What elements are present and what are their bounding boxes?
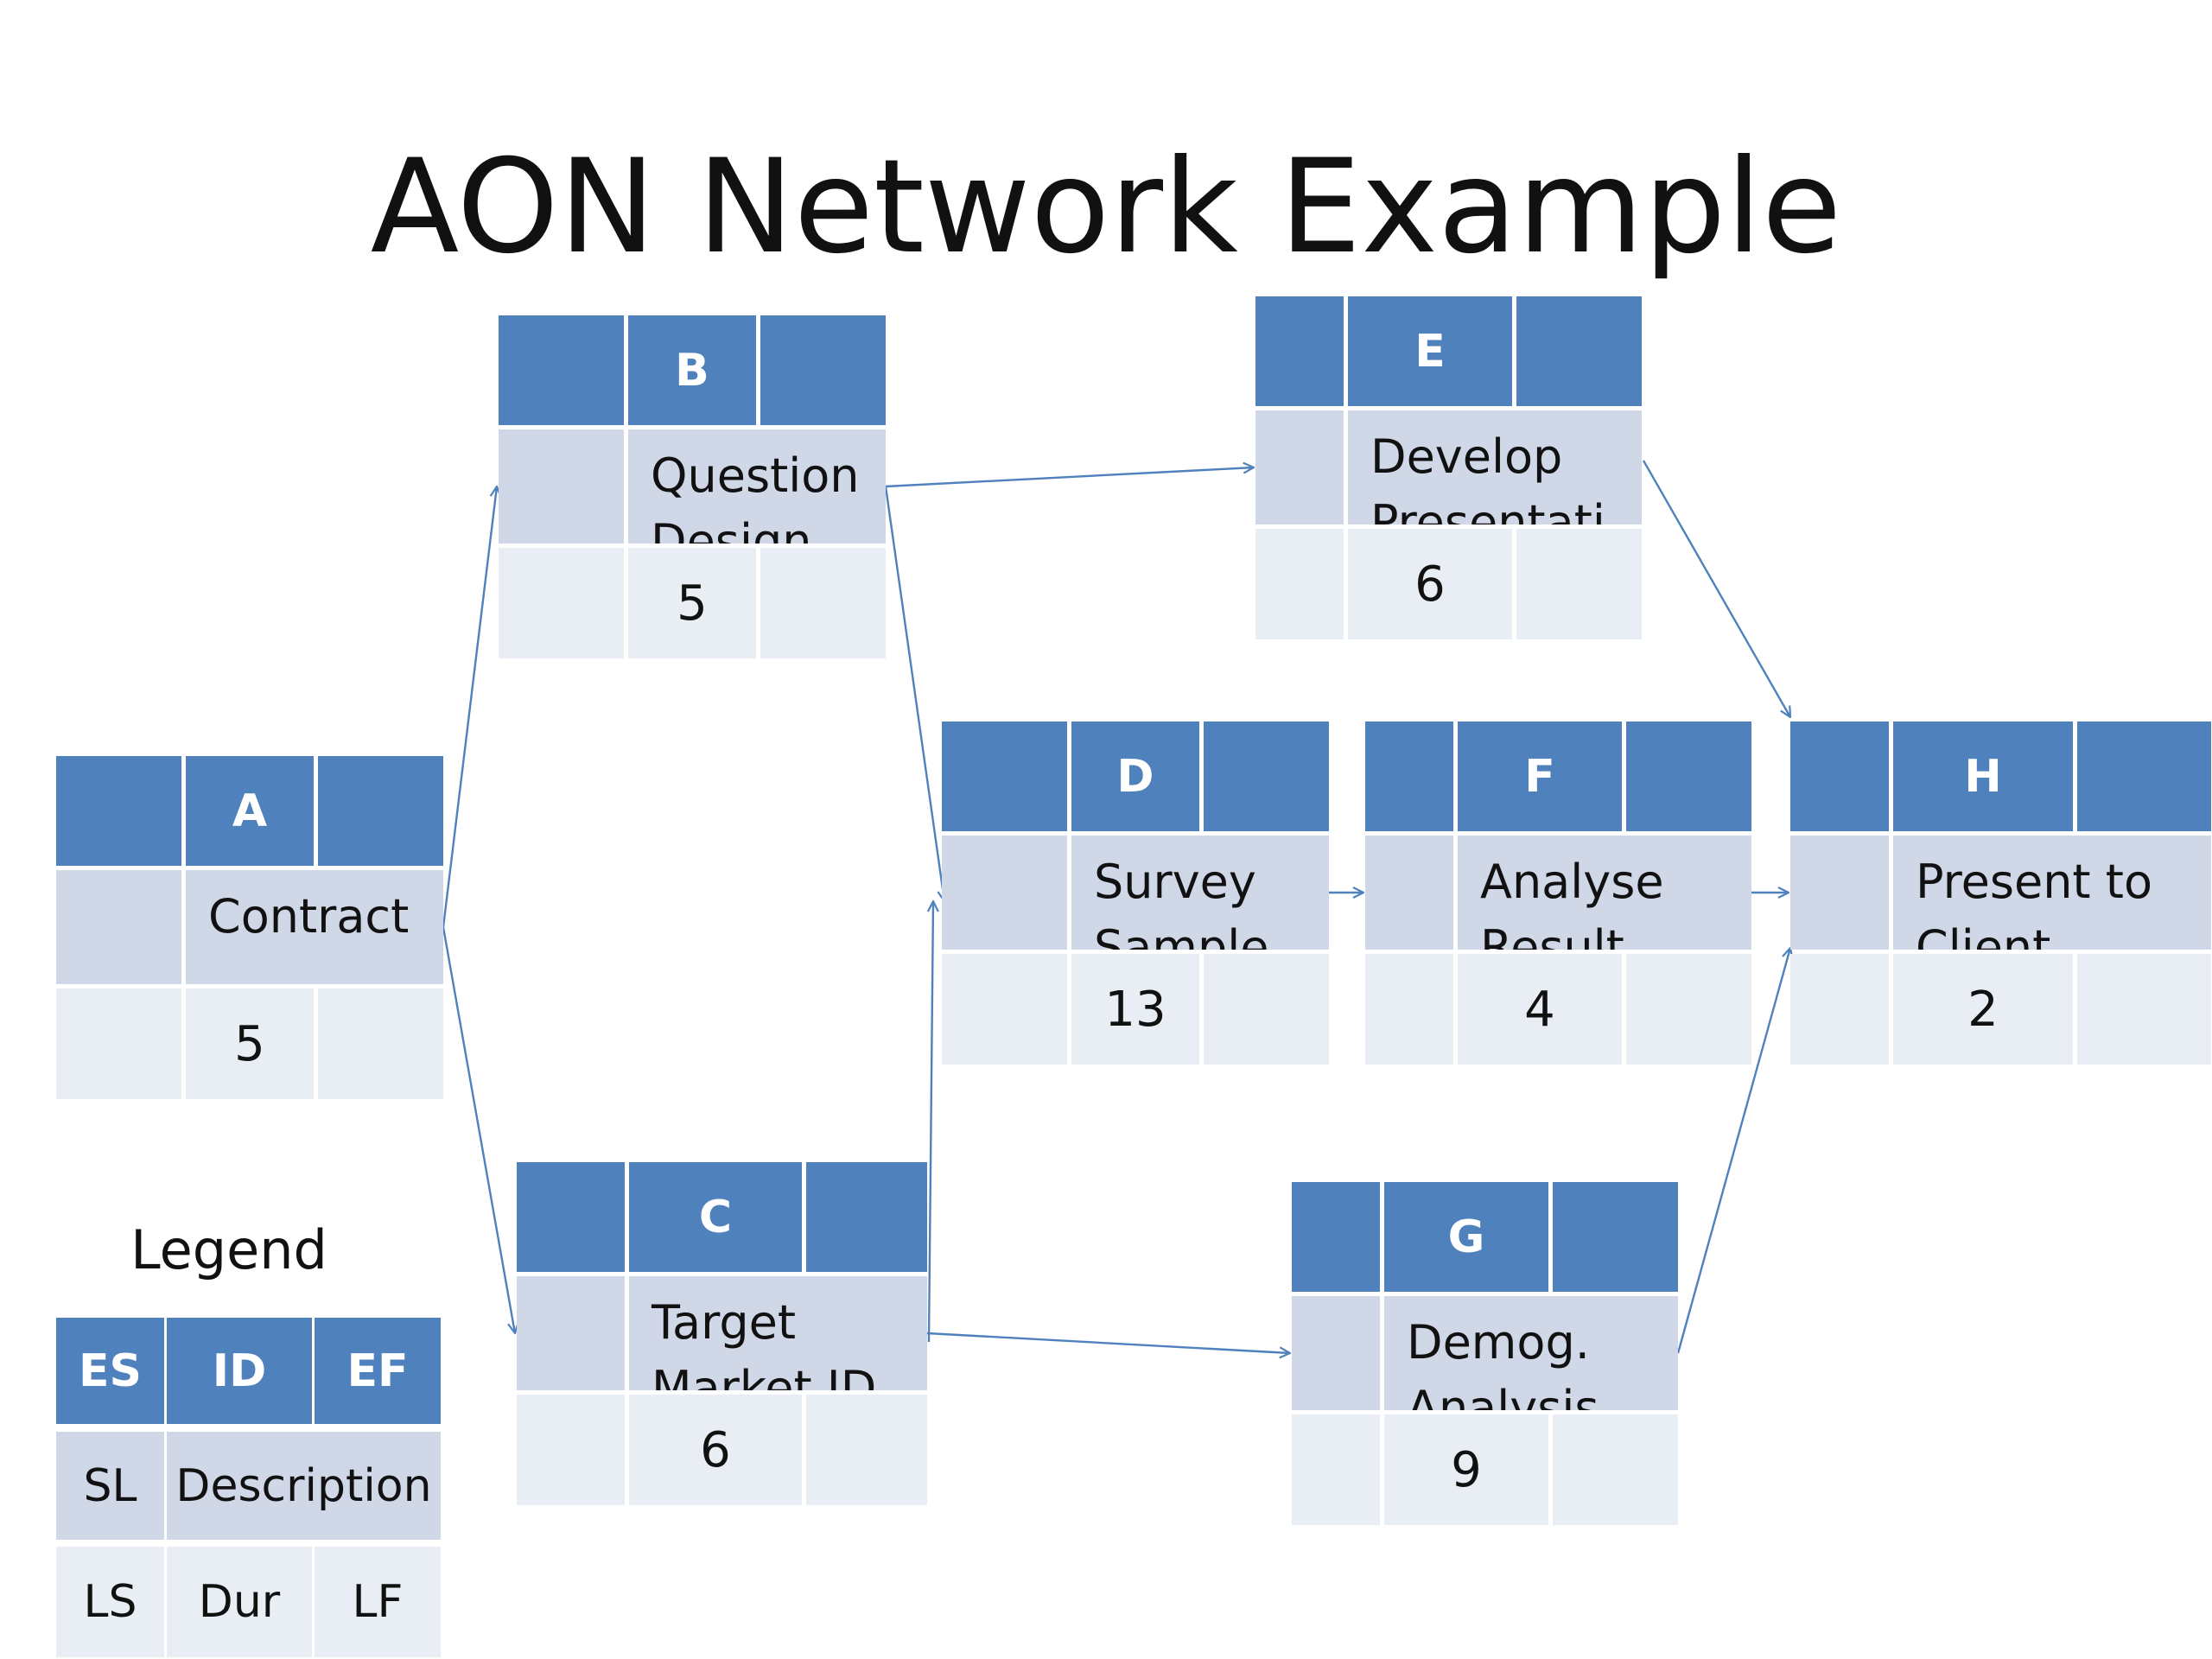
node-description: Develop Presentati	[1348, 410, 1642, 524]
node-lf-cell	[760, 548, 886, 658]
node-id-label: G	[1384, 1182, 1548, 1292]
node-id-label: A	[186, 756, 314, 866]
legend-ef: EF	[315, 1318, 441, 1424]
node-ef-cell	[1516, 296, 1642, 406]
node-ls-cell	[1292, 1414, 1380, 1525]
node-id-label: E	[1348, 296, 1512, 406]
node-sl-cell	[517, 1276, 625, 1390]
legend-sl: SL	[56, 1432, 164, 1540]
arrow-b-to-e	[885, 467, 1254, 488]
legend-id: ID	[167, 1318, 312, 1424]
node-es-cell	[56, 756, 181, 866]
node-ef-cell	[1626, 721, 1751, 831]
arrow-a-to-b	[442, 486, 497, 928]
node-es-cell	[942, 721, 1067, 831]
arrow-g-to-h	[1676, 948, 1790, 1354]
arrow-c-to-d	[929, 901, 933, 1343]
node-id-label: H	[1893, 721, 2073, 831]
legend-dur: Dur	[167, 1547, 312, 1657]
node-duration: 13	[1071, 954, 1199, 1065]
node-duration: 9	[1384, 1414, 1548, 1525]
node-ls-cell	[1365, 954, 1453, 1065]
node-description: Present to Client	[1893, 836, 2211, 950]
node-ef-cell	[318, 756, 443, 866]
node-lf-cell	[806, 1395, 927, 1505]
node-lf-cell	[2077, 954, 2211, 1065]
node-sl-cell	[1365, 836, 1453, 950]
node-lf-cell	[1553, 1414, 1678, 1525]
node-id-label: C	[629, 1162, 802, 1272]
legend-title: Legend	[130, 1218, 327, 1281]
arrow-e-to-h	[1642, 460, 1790, 717]
node-lf-cell	[1204, 954, 1329, 1065]
node-duration: 5	[628, 548, 756, 658]
node-sl-cell	[1790, 836, 1889, 950]
node-lf-cell	[1626, 954, 1751, 1065]
node-ls-cell	[56, 988, 181, 1099]
legend-description: Description	[167, 1432, 441, 1540]
arrow-c-to-g	[926, 1332, 1290, 1353]
node-es-cell	[1365, 721, 1453, 831]
node-lf-cell	[318, 988, 443, 1099]
node-sl-cell	[56, 870, 181, 984]
node-ls-cell	[942, 954, 1067, 1065]
node-ls-cell	[517, 1395, 625, 1505]
node-sl-cell	[1255, 410, 1344, 524]
node-description: Question Design	[628, 429, 886, 543]
node-ef-cell	[806, 1162, 927, 1272]
node-es-cell	[1790, 721, 1889, 831]
node-duration: 5	[186, 988, 314, 1099]
node-ef-cell	[1553, 1182, 1678, 1292]
node-ls-cell	[499, 548, 624, 658]
node-es-cell	[517, 1162, 625, 1272]
node-duration: 2	[1893, 954, 2073, 1065]
arrow-b-to-d	[884, 486, 944, 901]
node-description: Target Market ID	[629, 1276, 927, 1390]
node-ls-cell	[1255, 529, 1344, 639]
node-id-label: B	[628, 315, 756, 425]
legend-es: ES	[56, 1318, 164, 1424]
node-duration: 6	[1348, 529, 1512, 639]
node-ls-cell	[1790, 954, 1889, 1065]
node-lf-cell	[1516, 529, 1642, 639]
node-sl-cell	[499, 429, 624, 543]
node-duration: 6	[629, 1395, 802, 1505]
node-sl-cell	[942, 836, 1067, 950]
node-es-cell	[499, 315, 624, 425]
node-ef-cell	[1204, 721, 1329, 831]
node-ef-cell	[2077, 721, 2211, 831]
node-es-cell	[1292, 1182, 1380, 1292]
node-sl-cell	[1292, 1296, 1380, 1410]
node-id-label: D	[1071, 721, 1199, 831]
legend-ls: LS	[56, 1547, 164, 1657]
node-ef-cell	[760, 315, 886, 425]
node-duration: 4	[1458, 954, 1622, 1065]
node-es-cell	[1255, 296, 1344, 406]
arrow-a-to-c	[442, 926, 515, 1333]
node-id-label: F	[1458, 721, 1622, 831]
node-description: Analyse Result	[1458, 836, 1751, 950]
slide-title: AON Network Example	[370, 132, 1842, 283]
node-description: Survey Sample	[1071, 836, 1329, 950]
node-description: Demog. Analysis	[1384, 1296, 1678, 1410]
legend-lf: LF	[315, 1547, 441, 1657]
node-description: Contract	[186, 870, 443, 984]
